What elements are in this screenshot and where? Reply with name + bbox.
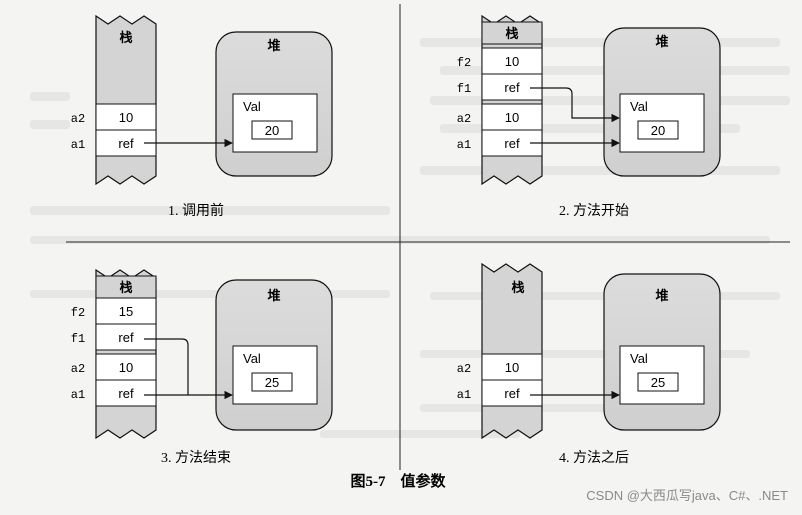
- object-type-label: Val: [243, 351, 261, 366]
- panel-caption: 1. 调用前: [168, 202, 224, 219]
- stack-cell: [95, 323, 157, 351]
- variable-label: a2: [71, 112, 85, 126]
- stack-cell: [481, 73, 543, 101]
- variable-label: a1: [71, 388, 85, 402]
- stack-cell: [481, 379, 543, 407]
- object-value: 25: [265, 375, 279, 390]
- stack-cell-value: 10: [119, 360, 133, 375]
- stack-cell-value: ref: [118, 386, 134, 401]
- stack-cell-value: 10: [505, 360, 519, 375]
- stack-cell-value: ref: [504, 386, 520, 401]
- panel-after-call: 栈 10 ref a2 a1 堆 Val 25 4. 方法之后: [457, 262, 721, 466]
- variable-label: f2: [71, 306, 85, 320]
- stack-cell-value: ref: [118, 330, 134, 345]
- object-value-box: [637, 120, 679, 140]
- variable-label: a2: [71, 362, 85, 376]
- heap-title: 堆: [267, 288, 280, 303]
- stack-cell: [95, 353, 157, 381]
- object-value: 20: [265, 123, 279, 138]
- object-value-box: [251, 372, 293, 392]
- stack-cell-value: 15: [119, 304, 133, 319]
- object-value: 25: [651, 375, 665, 390]
- panel-caption: 3. 方法结束: [161, 450, 231, 466]
- stack-cell-value: 10: [505, 110, 519, 125]
- stack-cell: [95, 297, 157, 325]
- variable-label: a2: [457, 112, 471, 126]
- variable-label: a1: [457, 138, 471, 152]
- reference-arrow: [144, 338, 189, 395]
- panel-method-start: 栈 10 ref 10 ref f2 f1 a2 a1 堆 Val 20 2. …: [457, 14, 721, 219]
- variable-label: a2: [457, 362, 471, 376]
- stack-title: 栈: [511, 280, 524, 295]
- stack-header: [481, 21, 543, 45]
- panel-before-call: 栈 10 ref a2 a1 堆 Val 20 1. 调用前: [71, 14, 333, 219]
- variable-label: f2: [457, 56, 471, 70]
- reference-arrow: [530, 87, 620, 123]
- object-type-label: Val: [630, 99, 648, 114]
- stack-cell-value: ref: [118, 136, 134, 151]
- stack-cell: [481, 47, 543, 75]
- stack-cell: [481, 103, 543, 131]
- stack-cell: [95, 379, 157, 407]
- object-value-box: [251, 120, 293, 140]
- object-value: 20: [651, 123, 665, 138]
- figure-caption: 图5-7 值参数: [351, 472, 447, 490]
- panel-method-end: 栈 15 ref 10 ref f2 f1 a2 a1 堆 Val 25 3. …: [71, 268, 333, 466]
- csdn-watermark: CSDN @大西瓜写java、C#、.NET: [586, 488, 788, 503]
- stack-cell: [481, 353, 543, 381]
- stack-title: 栈: [119, 30, 132, 45]
- stack-cell-value: 10: [119, 110, 133, 125]
- panel-caption: 2. 方法开始: [559, 203, 629, 219]
- stack-cell: [95, 103, 157, 131]
- stack-cell-value: ref: [504, 136, 520, 151]
- stack-title: 栈: [119, 280, 132, 295]
- object-type-label: Val: [630, 351, 648, 366]
- variable-label: a1: [457, 388, 471, 402]
- stack-title: 栈: [505, 26, 518, 41]
- stack-cell-value: ref: [504, 80, 520, 95]
- variable-label: f1: [457, 82, 471, 96]
- object-value-box: [637, 372, 679, 392]
- heap-title: 堆: [267, 38, 280, 53]
- stack-cell-value: 10: [505, 54, 519, 69]
- heap-title: 堆: [655, 34, 668, 49]
- variable-label: a1: [71, 138, 85, 152]
- object-type-label: Val: [243, 99, 261, 114]
- variable-label: f1: [71, 332, 85, 346]
- panel-caption: 4. 方法之后: [559, 450, 629, 466]
- heap-title: 堆: [655, 288, 668, 303]
